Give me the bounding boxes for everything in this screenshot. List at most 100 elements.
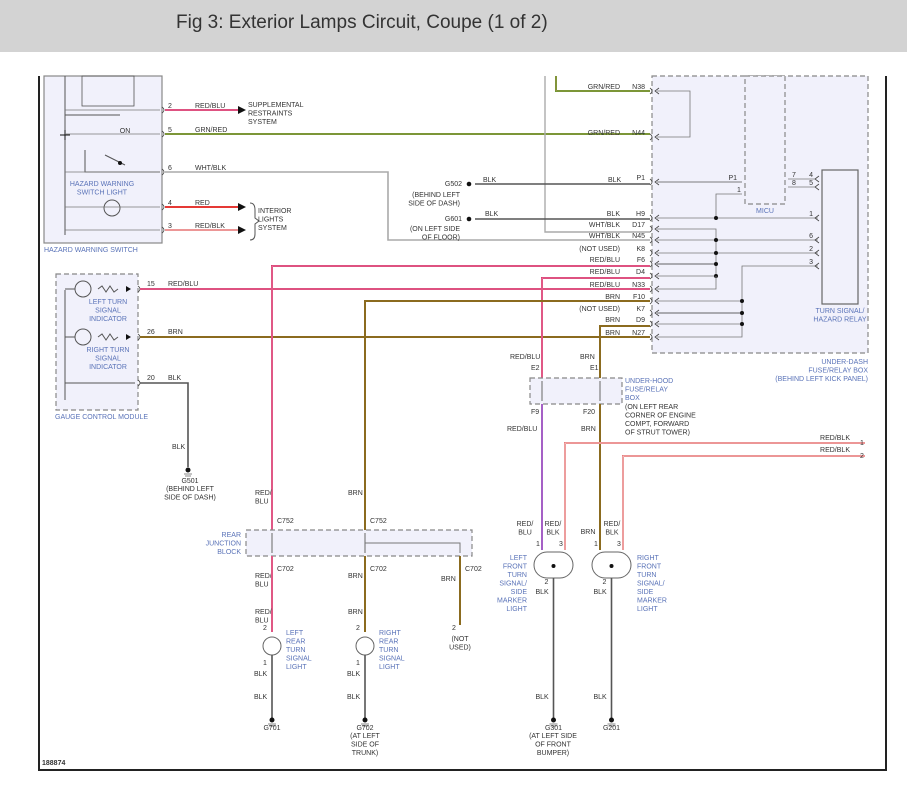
n38-wire-label: GRN/RED: [588, 84, 620, 91]
g502-location: (BEHIND LEFT: [412, 192, 461, 199]
under-dash-wire-label: RED/BLU: [590, 269, 620, 276]
rear-left-light-wire-label: BLU: [255, 618, 269, 625]
left-front-label: LIGHT: [506, 606, 527, 613]
under-hood-box: [529, 377, 623, 405]
under-dash-pin-connector: [654, 249, 660, 257]
g502-wire-label: BLK: [483, 177, 497, 184]
srs-label: SUPPLEMENTAL: [248, 102, 304, 109]
e2-pin-label: E2: [531, 365, 540, 372]
junction-dot: [740, 299, 744, 303]
under-dash-wire-label: RED/BLU: [590, 282, 620, 289]
junction-internal: [365, 542, 461, 553]
p1-label: P1: [728, 175, 737, 182]
right-front-label: LIGHT: [637, 606, 658, 613]
diode-icon: [126, 286, 131, 292]
hazard-pin-connector: [161, 168, 165, 176]
lf-wire1-label: RED/: [517, 521, 534, 528]
rf-wire3-label: BLK: [605, 530, 619, 537]
arrow-srs-icon: [238, 106, 246, 114]
hazard-pin-connector: [161, 106, 165, 114]
under-dash-wire-label: RED/BLU: [590, 257, 620, 264]
lf-wire3-label: BLK: [546, 530, 560, 537]
left-front-pin-3: 3: [559, 541, 563, 548]
right-front-label: FRONT: [637, 564, 662, 571]
not-used-wire-label: BRN: [441, 576, 456, 583]
left-rear-pin-bot: 1: [263, 660, 267, 667]
right-rear-wire-bot-label-2: BLK: [347, 694, 361, 701]
junction-dot: [714, 251, 718, 255]
n33-link: [657, 276, 717, 290]
under-dash-pin-connector: [649, 333, 653, 341]
hazard-wire-label: RED: [195, 200, 210, 207]
right-rear-label: RIGHT: [379, 630, 402, 637]
hazard-switch-light-label: SWITCH LIGHT: [77, 190, 128, 197]
relay-label: HAZARD RELAY: [813, 317, 866, 324]
left-front-ground-icon-dot: [551, 717, 556, 723]
relay-pin-number: 5: [809, 180, 813, 187]
figure-id: 188874: [42, 760, 66, 767]
under-dash-pin-label: D17: [632, 222, 645, 229]
right-rear-label: REAR: [379, 639, 398, 646]
gauge-pin-number: 26: [147, 329, 155, 336]
under-dash-pin-connector: [649, 260, 653, 268]
c752-label: C752: [277, 518, 294, 525]
under-dash-pin-connector: [649, 214, 653, 222]
micu-pin-1: 1: [737, 187, 741, 194]
hazard-wire-label: RED/BLK: [195, 223, 225, 230]
gauge-module-box: [55, 273, 139, 411]
under-dash-wire-label: WHT/BLK: [589, 222, 620, 229]
hazard-pin-connector: [161, 203, 165, 211]
right-rear-label: SIGNAL: [379, 656, 405, 663]
g502-wire-label-2: BLK: [608, 177, 622, 184]
right-turn-indicator-label: RIGHT TURN: [87, 347, 130, 354]
under-dash-pin-label: F6: [637, 257, 645, 264]
under-dash-wire-label: BRN: [605, 294, 620, 301]
right-front-label: RIGHT: [637, 555, 660, 562]
hazard-wire-label: WHT/BLK: [195, 165, 226, 172]
switch-contact-dot: [118, 161, 122, 165]
under-dash-pin-connector: [654, 260, 660, 268]
rear-left-top-wire-label: RED/: [255, 490, 272, 497]
e1-wire-label: BRN: [580, 354, 595, 361]
g601-ground-icon: [466, 216, 472, 222]
under-dash-wire-label: (NOT USED): [579, 246, 620, 253]
rear-left-top-wire-label: BLU: [255, 499, 269, 506]
left-front-label: MARKER: [497, 598, 527, 605]
right-front-pin-3: 3: [617, 541, 621, 548]
srs-label: SYSTEM: [248, 119, 277, 126]
wire-red-blk-offpage-2: [622, 455, 865, 550]
left-rear-ground-label: G701: [263, 725, 280, 732]
micu-pin-7: 7: [792, 172, 796, 179]
relay-label: TURN SIGNAL/: [815, 308, 864, 315]
f9-wire-label: RED/BLU: [507, 426, 537, 433]
left-front-label: TURN: [508, 572, 527, 579]
diagram-frame: [38, 76, 887, 771]
hazard-wire-label: GRN/RED: [195, 127, 227, 134]
offpage1-wire-label: RED/BLK: [820, 435, 850, 442]
under-dash-pin-label: N27: [632, 330, 645, 337]
c702-label: C702: [370, 566, 387, 573]
under-hood-label: UNDER-HOOD: [625, 378, 673, 385]
rear-right-top-wire-label: BRN: [348, 490, 363, 497]
right-rear-pin-bot: 1: [356, 660, 360, 667]
hazard-pin-connector: [161, 130, 165, 138]
offpage2-ref: 2: [860, 453, 864, 460]
micu-box: [744, 75, 786, 205]
resistor-icon: [97, 333, 119, 341]
micu-pin1-link: [715, 193, 742, 218]
right-rear-ground-icon-dot: [362, 717, 368, 723]
left-front-label: LEFT: [510, 555, 528, 562]
right-rear-label: LIGHT: [379, 664, 400, 671]
junction-dot: [551, 564, 556, 568]
e2-wire-label: RED/BLU: [510, 354, 540, 361]
wire-red-blk-offpage-2-stripe: [622, 455, 865, 550]
brace-icon: [249, 202, 260, 241]
under-dash-wire-label: (NOT USED): [579, 306, 620, 313]
under-dash-pin-label: N44: [632, 130, 645, 137]
left-front-wire-bot-label: BLK: [536, 589, 550, 596]
right-front-label: TURN: [637, 572, 656, 579]
under-hood-location: OF STRUT TOWER): [625, 430, 690, 437]
figure-header: Fig 3: Exterior Lamps Circuit, Coupe (1 …: [0, 0, 907, 52]
under-dash-pin-label: P1: [636, 175, 645, 182]
under-hood-label: BOX: [625, 395, 640, 402]
